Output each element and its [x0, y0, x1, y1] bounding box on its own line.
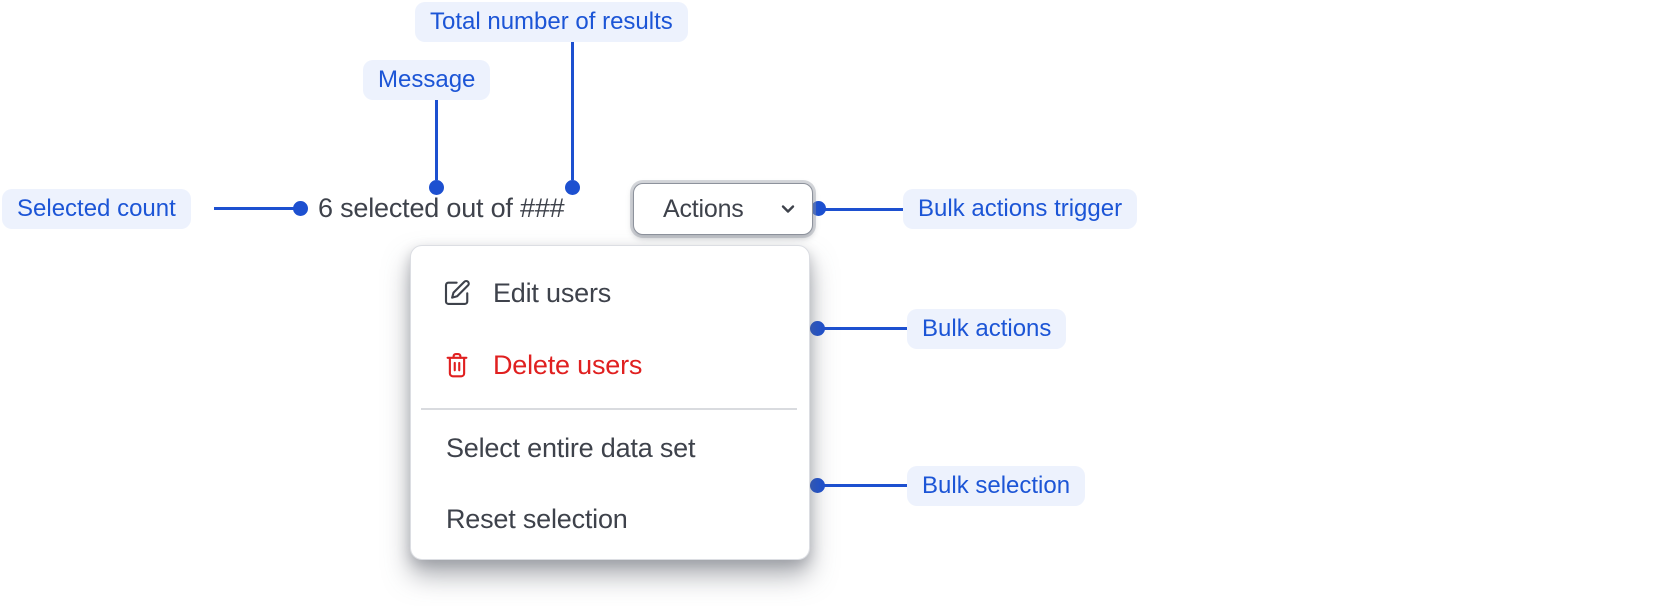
- menu-divider: [421, 408, 797, 410]
- menu-item-reset-selection[interactable]: Reset selection: [411, 497, 809, 541]
- menu-item-label: Reset selection: [446, 503, 628, 534]
- trash-icon: [442, 350, 472, 380]
- menu-item-select-entire-data-set[interactable]: Select entire data set: [411, 426, 809, 470]
- menu-item-label: Edit users: [493, 277, 612, 308]
- connector-message: [435, 97, 438, 180]
- connector-bulk-actions: [817, 327, 907, 330]
- bulk-actions-trigger-button[interactable]: Actions: [633, 183, 813, 235]
- annotation-bulk-actions-trigger: Bulk actions trigger: [903, 189, 1138, 229]
- bulk-actions-menu: Edit users Delete users Select entire da…: [410, 245, 810, 560]
- selected-summary-message: 6 selected out of ###: [318, 193, 565, 223]
- connector-dot-selected-count: [293, 201, 308, 216]
- connector-bulk-actions-trigger: [818, 208, 903, 211]
- annotation-message: Message: [363, 60, 491, 100]
- connector-dot-total-results: [565, 180, 580, 195]
- edit-icon: [442, 278, 472, 308]
- annotation-bulk-selection: Bulk selection: [907, 466, 1086, 506]
- menu-item-edit-users[interactable]: Edit users: [411, 271, 809, 315]
- annotation-selected-count: Selected count: [2, 189, 191, 229]
- menu-item-delete-users[interactable]: Delete users: [411, 343, 809, 387]
- menu-item-label: Select entire data set: [446, 432, 696, 463]
- connector-dot-bulk-selection: [810, 478, 825, 493]
- connector-selected-count: [214, 207, 301, 210]
- annotation-total-results: Total number of results: [415, 2, 688, 42]
- connector-dot-bulk-actions: [810, 321, 825, 336]
- menu-item-label: Delete users: [493, 349, 643, 380]
- annotation-bulk-actions: Bulk actions: [907, 309, 1067, 349]
- actions-button-label: Actions: [663, 194, 744, 223]
- connector-total-results: [571, 37, 574, 180]
- connector-bulk-selection: [817, 484, 907, 487]
- chevron-down-icon: [778, 199, 798, 219]
- connector-dot-message: [429, 180, 444, 195]
- connector-dot-bulk-actions-trigger: [811, 201, 826, 216]
